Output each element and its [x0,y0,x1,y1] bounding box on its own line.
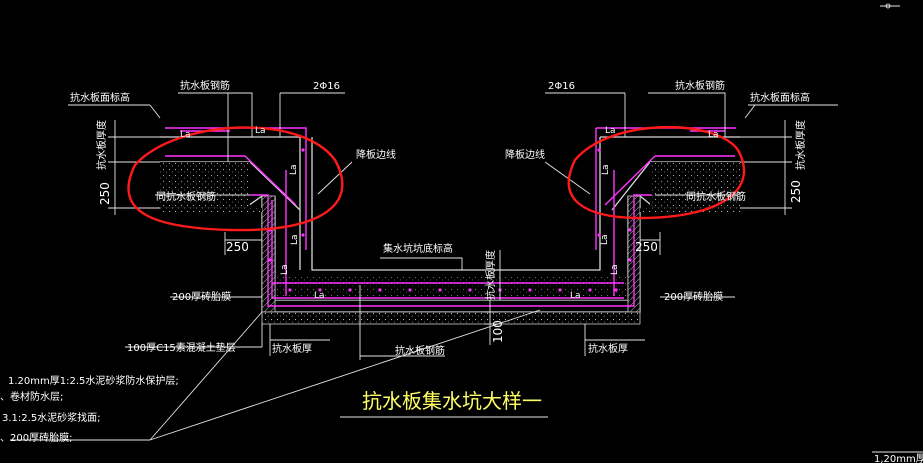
lap-marker: La [570,291,581,301]
label-pit-bottom: 集水坑坑底标高 [383,242,453,255]
c15-cushion-layer [261,311,641,325]
right-cushion-strip [640,208,740,212]
lap-marker: La [289,164,299,175]
label-cushion: 100厚C15素混凝土垫层 [127,341,236,354]
dim-250-left-horizontal: 250 [226,240,249,254]
label-brick-right: 200厚砖胎膜 [664,290,723,303]
label-drop-edge-left: 降板边线 [356,148,396,161]
lap-marker: La [180,130,191,140]
lap-marker: La [290,234,300,245]
note-line-3: 3.1:2.5水泥砂浆找面; [2,411,101,424]
label-slab-thick-bottom-right: 抗水板厚 [588,342,628,355]
label-pit-thick-vertical: 抗水板厚度 [484,250,497,300]
label-slab-rebar-top-right: 抗水板钢筋 [675,79,725,92]
label-bottom-rebar: 抗水板钢筋 [395,344,445,357]
lap-marker: La [600,234,610,245]
label-slab-thick-right-vertical: 抗水板厚度 [794,120,807,170]
note-line-1: 1.20mm厚1:2.5水泥砂浆防水保护层; [8,374,179,387]
label-same-rebar-right: 同抗水板钢筋 [686,190,746,203]
label-slab-thick-bottom-left: 抗水板厚 [272,342,312,355]
lap-marker: La [601,164,611,175]
dim-250-left-vertical: 250 [98,182,112,205]
left-cushion-strip [160,208,262,212]
label-brick-left: 200厚砖胎膜 [172,290,231,303]
label-same-rebar-left: 同抗水板钢筋 [156,190,216,203]
corner-marker [885,3,891,9]
label-slab-rebar-top-left: 抗水板钢筋 [180,79,230,92]
lap-marker: La [605,126,616,136]
label-slab-thick-left-vertical: 抗水板厚度 [95,120,108,170]
note-line-4: 、200厚砖胎膜; [0,431,72,444]
dim-100: 100 [491,320,505,343]
dimension-lines [10,5,923,453]
markup-circles [127,125,746,232]
lap-marker: La [610,264,620,275]
lap-marker: La [255,126,266,136]
rebar-layout [165,127,736,307]
lap-marker: La [314,291,325,301]
label-slab-top-left: 抗水板面标高 [70,91,130,104]
label-slab-top-right: 抗水板面标高 [750,91,810,104]
dim-250-right-horizontal: 250 [635,240,658,254]
dim-250-right-vertical: 250 [789,180,803,203]
note-line-2: 、卷材防水层; [0,390,63,403]
lap-marker: La [280,264,290,275]
left-thickened-slab-hatch [160,162,250,208]
label-bars-left: 2Φ16 [313,81,340,92]
note-corner: 1,20mm厚 [874,453,923,463]
label-bars-right: 2Φ16 [548,81,575,92]
drawing-title: 抗水板集水坑大样一 [362,389,542,413]
lap-marker: La [708,130,719,140]
label-drop-edge-right: 降板边线 [505,148,545,161]
